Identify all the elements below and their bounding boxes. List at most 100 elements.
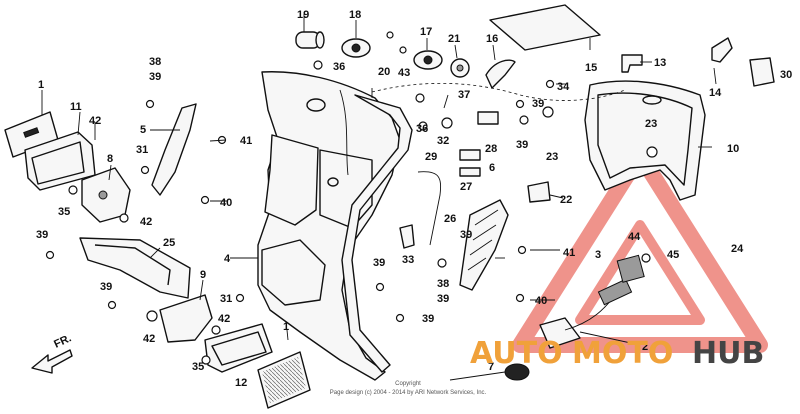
plate-22 [527, 181, 551, 203]
callout-4: 4 [224, 253, 231, 265]
callout-38: 38 [437, 278, 449, 290]
callout-12: 12 [235, 377, 247, 389]
callout-40: 40 [220, 197, 232, 209]
callout-36: 36 [416, 123, 428, 135]
socket-17 [413, 50, 443, 70]
reflector-lens-left [4, 111, 59, 158]
callout-39: 39 [460, 229, 472, 241]
callout-41: 41 [563, 247, 575, 259]
callout-22: 22 [560, 194, 572, 206]
callout-30: 30 [780, 69, 792, 81]
callout-39: 39 [100, 281, 112, 293]
callout-6: 6 [489, 162, 495, 174]
callout-31: 31 [220, 293, 232, 305]
reflector-lens-bottom [257, 351, 311, 409]
front-direction-label: FR. [52, 332, 73, 350]
callout-39: 39 [149, 71, 161, 83]
callout-25: 25 [163, 237, 175, 249]
callout-7: 7 [488, 361, 494, 373]
callout-42: 42 [89, 115, 101, 127]
callout-28: 28 [485, 143, 497, 155]
callout-38: 38 [149, 56, 161, 68]
side-cover-5 [151, 103, 197, 196]
rear-frame-10 [584, 80, 706, 201]
leader-lines [41, 14, 717, 381]
callout-39: 39 [36, 229, 48, 241]
callout-1: 1 [283, 321, 289, 333]
watermark-auto: AUTO [470, 336, 563, 371]
callout-32: 32 [437, 135, 449, 147]
callout-18: 18 [349, 9, 361, 21]
front-direction-arrow: FR. [31, 332, 73, 374]
copyright-block: Copyright Page design (c) 2004 - 2014 by… [330, 381, 487, 396]
callout-27: 27 [460, 181, 472, 193]
copyright-line-2: Page design (c) 2004 - 2014 by ARI Netwo… [330, 390, 487, 396]
callout-3: 3 [595, 249, 601, 261]
clip-33 [399, 224, 415, 249]
plate-15 [489, 4, 601, 51]
callout-8: 8 [107, 153, 113, 165]
dashed-route [371, 82, 626, 101]
callout-9: 9 [200, 269, 206, 281]
side-cover-6 [459, 199, 509, 291]
callout-45: 45 [667, 249, 679, 261]
mount-bracket-25 [79, 237, 191, 299]
reflector-housing-bottom [204, 323, 273, 373]
callout-17: 17 [420, 26, 432, 38]
callout-37: 37 [458, 89, 470, 101]
callout-14: 14 [709, 87, 722, 99]
callout-39: 39 [532, 98, 544, 110]
wire-harness-2 [539, 254, 645, 349]
callout-31: 31 [136, 144, 148, 156]
callout-10: 10 [727, 143, 739, 155]
reflector-housing-left [24, 131, 96, 191]
callout-15: 15 [585, 62, 597, 74]
copyright-line-1: Copyright [395, 381, 421, 387]
callout-16: 16 [486, 33, 498, 45]
callout-41: 41 [240, 135, 252, 147]
callout-26: 26 [444, 213, 456, 225]
callout-1: 1 [38, 79, 44, 91]
fastener-set [45, 31, 658, 365]
callout-42: 42 [218, 313, 230, 325]
socket-18 [341, 38, 371, 58]
plate-30 [749, 57, 775, 87]
watermark-text: AUTO MOTO HUB [470, 336, 764, 371]
center-body-panel [257, 71, 413, 381]
callout-24: 24 [731, 243, 744, 255]
callout-21: 21 [448, 33, 460, 45]
rod-26 [417, 171, 441, 246]
callout-35: 35 [58, 206, 70, 218]
bulb-21 [450, 58, 470, 78]
callout-33: 33 [402, 254, 414, 266]
callout-2: 2 [642, 341, 648, 353]
callout-43: 43 [398, 67, 410, 79]
callout-39: 39 [373, 257, 385, 269]
callout-36: 36 [333, 61, 345, 73]
callout-23: 23 [645, 118, 657, 130]
bracket-9 [159, 294, 213, 343]
callout-20: 20 [378, 66, 390, 78]
callout-39: 39 [516, 139, 528, 151]
watermark-moto: MOTO [572, 336, 673, 371]
callout-42: 42 [140, 216, 152, 228]
callout-39: 39 [437, 293, 449, 305]
callout-11: 11 [70, 101, 82, 113]
watermark-hub: HUB [692, 336, 764, 371]
callout-23: 23 [546, 151, 558, 163]
callout-40: 40 [535, 295, 547, 307]
callout-29: 29 [425, 151, 437, 163]
callout-34: 34 [557, 81, 570, 93]
callout-19: 19 [297, 9, 309, 21]
plate-27 [459, 167, 481, 177]
key-14 [711, 37, 733, 63]
latch-16 [485, 59, 516, 89]
callout-39: 39 [422, 313, 434, 325]
callout-42: 42 [143, 333, 155, 345]
cap-19 [295, 31, 325, 49]
callout-35: 35 [192, 361, 204, 373]
callout-44: 44 [628, 231, 641, 243]
plate-29 [459, 149, 481, 161]
bracket-13 [621, 54, 643, 73]
